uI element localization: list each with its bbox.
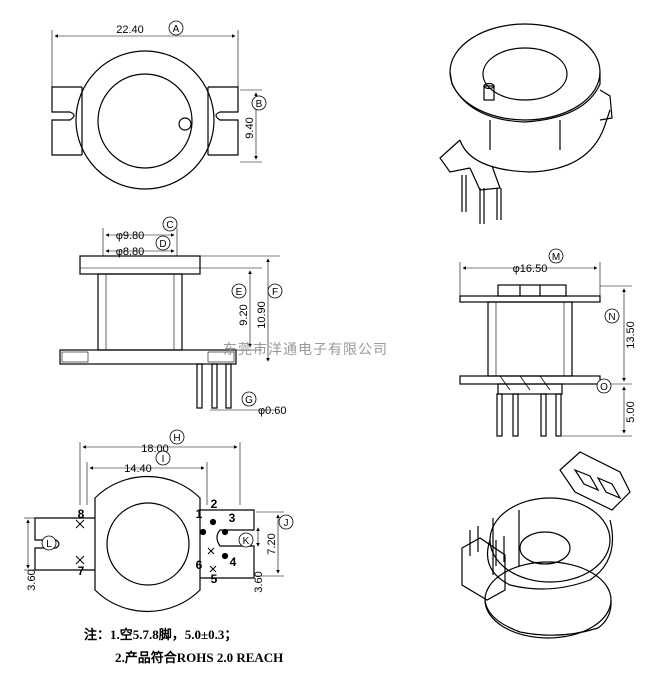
svg-text:F: F	[272, 287, 278, 298]
note-line-1: 注：1.空5.7.8脚，5.0±0.3；	[84, 627, 238, 642]
svg-text:J: J	[284, 518, 289, 529]
callout-e: E	[231, 283, 247, 299]
dim-width-top: 22.40	[116, 24, 144, 36]
pin-8: 8	[78, 507, 85, 521]
pin-4: 4	[230, 555, 237, 569]
svg-text:G: G	[245, 395, 253, 406]
isometric-bottom-view	[461, 451, 631, 639]
pin-1: 1	[196, 507, 203, 521]
dim-height-top: 9.40	[244, 117, 256, 138]
svg-text:E: E	[236, 287, 243, 298]
dim-core-dia: φ8.80	[116, 246, 145, 258]
callout-f: F	[267, 283, 283, 299]
svg-text:O: O	[600, 382, 608, 393]
svg-text:K: K	[243, 536, 250, 547]
svg-text:I: I	[162, 454, 165, 465]
company-watermark: 东莞市洋通电子有限公司	[223, 341, 388, 357]
dim-side-height: 13.50	[625, 321, 637, 349]
dim-width-bottom-outer: 18.00	[141, 443, 169, 455]
callout-n: N	[604, 308, 620, 324]
pin-2: 2	[211, 497, 218, 511]
dim-flange-dia: φ9.80	[116, 230, 145, 242]
callout-o: O	[596, 378, 612, 394]
callout-d: D	[155, 235, 171, 251]
top-view	[51, 30, 262, 190]
svg-text:M: M	[552, 252, 560, 263]
callout-j: J	[278, 514, 294, 530]
dim-height-e: 9.20	[238, 304, 250, 325]
side-view	[459, 262, 632, 437]
callout-m: M	[548, 248, 564, 264]
callout-i: I	[155, 450, 171, 466]
callout-g: G	[241, 391, 257, 407]
svg-text:H: H	[173, 433, 180, 444]
dim-pitch-right: 3.60	[253, 571, 265, 592]
dim-pitch-j: 7.20	[266, 533, 278, 554]
svg-text:L: L	[46, 539, 52, 550]
callout-h: H	[169, 429, 185, 445]
svg-text:N: N	[608, 312, 615, 323]
callout-c: C	[162, 216, 178, 232]
pin-6: 6	[196, 558, 203, 572]
note-line-2: 2.产品符合ROHS 2.0 REACH	[115, 650, 284, 665]
bottom-view	[24, 442, 284, 612]
front-view	[59, 228, 280, 411]
svg-text:C: C	[166, 220, 173, 231]
pin-3: 3	[229, 511, 236, 525]
svg-text:D: D	[159, 239, 166, 250]
isometric-top-view	[439, 23, 613, 224]
dim-height-f: 10.90	[256, 301, 268, 329]
pin-5: 5	[211, 572, 218, 586]
dim-pin-dia: φ0.60	[258, 405, 287, 417]
callout-l: L	[41, 535, 57, 551]
pin-7: 7	[78, 564, 85, 578]
svg-text:B: B	[256, 99, 263, 110]
dim-width-bottom-inner: 14.40	[124, 463, 152, 475]
dim-side-width: φ16.50	[513, 263, 548, 275]
svg-text:A: A	[173, 24, 180, 35]
callout-k: K	[238, 532, 254, 548]
dim-pin-length: 5.00	[625, 401, 637, 422]
dim-pitch-left: 3.60	[26, 569, 38, 590]
callout-b: B	[251, 95, 267, 111]
callout-a: A	[168, 20, 184, 36]
